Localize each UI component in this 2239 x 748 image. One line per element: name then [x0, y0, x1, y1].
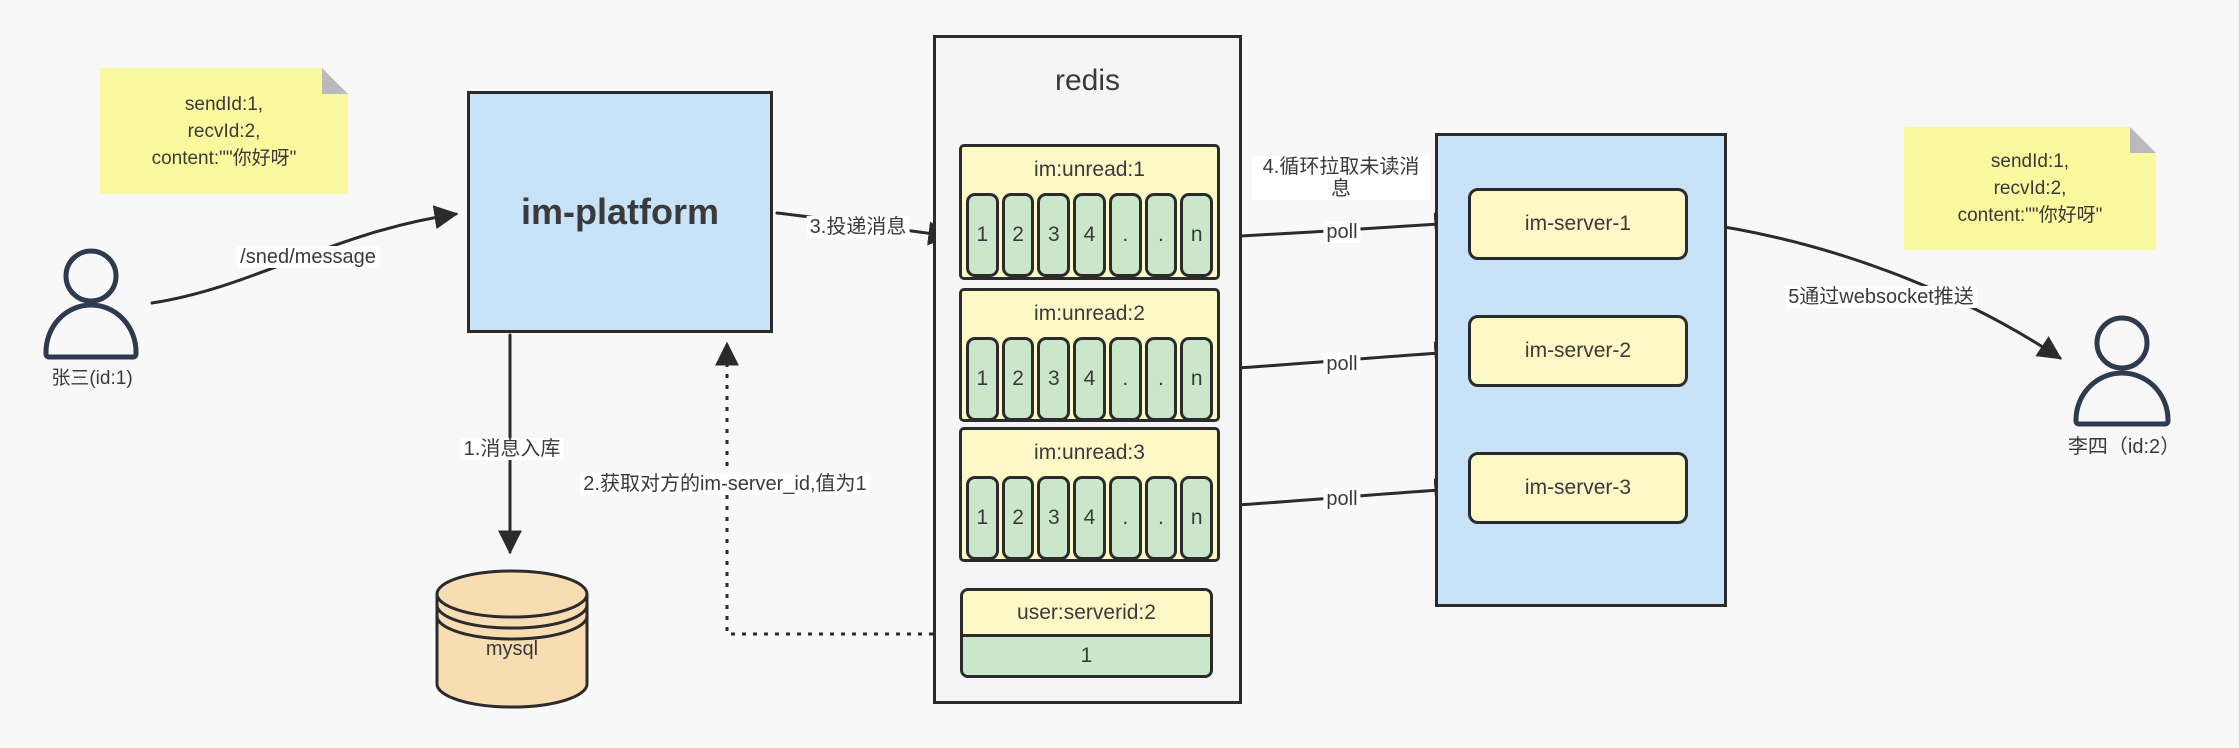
note-line: recvId:2,	[1993, 178, 2067, 199]
label-step3-deliver: 3.投递消息	[806, 216, 910, 238]
queue-cell: n	[1180, 476, 1214, 560]
queue-cell: 3	[1037, 337, 1071, 421]
queue-cell: 1	[966, 337, 999, 421]
im-server-label: im-server-3	[1524, 476, 1632, 499]
note-line: sendId:1,	[184, 93, 264, 115]
queue-cell: n	[1180, 193, 1214, 277]
queue-cell: .	[1108, 193, 1142, 277]
queue-name: im:unread:3	[1034, 441, 1145, 464]
queue-cells: 1 2 3 4 . . n	[962, 476, 1217, 560]
queue-cell: .	[1144, 476, 1178, 560]
mysql-cylinder-icon	[435, 569, 589, 709]
note-line: sendId:1,	[1990, 151, 2070, 172]
sender-name: 张三(id:1)	[51, 368, 133, 389]
receiver-name: 李四（id:2）	[2067, 436, 2181, 458]
label-poll-2: poll	[1323, 353, 1361, 375]
label-send-endpoint: /sned/message	[237, 246, 379, 268]
queue-cell: 2	[1001, 193, 1035, 277]
person-sender-icon	[43, 248, 139, 360]
label-step1-store: 1.消息入库	[460, 438, 564, 460]
im-server-2-node: im-server-2	[1468, 315, 1688, 387]
kv-value: 1	[963, 634, 1210, 675]
queue-im-unread-2: im:unread:2 1 2 3 4 . . n	[959, 288, 1220, 422]
queue-cell: 4	[1073, 476, 1106, 560]
im-server-1-node: im-server-1	[1468, 188, 1688, 260]
label-step5-push: 5通过websocket推送	[1785, 286, 1977, 308]
queue-im-unread-3: im:unread:3 1 2 3 4 . . n	[959, 427, 1220, 562]
im-server-label: im-server-2	[1524, 339, 1632, 362]
redis-title: redis	[1054, 64, 1121, 97]
queue-cells: 1 2 3 4 . . n	[962, 193, 1217, 277]
note-line: recvId:2,	[187, 120, 261, 142]
queue-cell: 3	[1037, 476, 1071, 560]
queue-cell: 1	[966, 193, 999, 277]
im-platform-label: im-platform	[521, 191, 719, 232]
mysql-label: mysql	[485, 638, 539, 660]
queue-cell: 4	[1073, 337, 1106, 421]
im-server-label: im-server-1	[1524, 212, 1632, 235]
kv-key: user:serverid:2	[963, 591, 1210, 634]
queue-name: im:unread:2	[1034, 302, 1145, 325]
queue-cell: .	[1144, 337, 1178, 421]
person-receiver-icon	[2073, 315, 2171, 427]
kv-user-serverid: user:serverid:2 1	[960, 588, 1213, 678]
label-poll-1: poll	[1323, 221, 1361, 243]
queue-cell: n	[1180, 337, 1214, 421]
edge-lookup-serverid	[715, 341, 955, 636]
label-poll-3: poll	[1323, 488, 1361, 510]
queue-im-unread-1: im:unread:1 1 2 3 4 . . n	[959, 144, 1220, 280]
queue-cells: 1 2 3 4 . . n	[962, 337, 1217, 421]
message-note-left: sendId:1, recvId:2, content:""你好呀"	[100, 68, 348, 194]
note-line: content:""你好呀"	[151, 147, 297, 169]
queue-cell: 2	[1001, 337, 1035, 421]
im-platform-node: im-platform	[467, 91, 773, 333]
im-server-3-node: im-server-3	[1468, 452, 1688, 524]
queue-name: im:unread:1	[1034, 158, 1145, 181]
note-line: content:""你好呀"	[1957, 205, 2103, 226]
queue-cell: .	[1108, 476, 1142, 560]
label-step2-lookup: 2.获取对方的im-server_id,值为1	[580, 473, 870, 495]
label-step4-pull: 4.循环拉取未读消息	[1252, 156, 1430, 200]
queue-cell: 3	[1037, 193, 1071, 277]
queue-cell: 2	[1001, 476, 1035, 560]
queue-cell: .	[1144, 193, 1178, 277]
queue-cell: .	[1108, 337, 1142, 421]
message-note-right: sendId:1, recvId:2, content:""你好呀"	[1904, 127, 2156, 250]
queue-cell: 1	[966, 476, 999, 560]
edge-websocket-push	[1689, 220, 2063, 360]
queue-cell: 4	[1073, 193, 1106, 277]
